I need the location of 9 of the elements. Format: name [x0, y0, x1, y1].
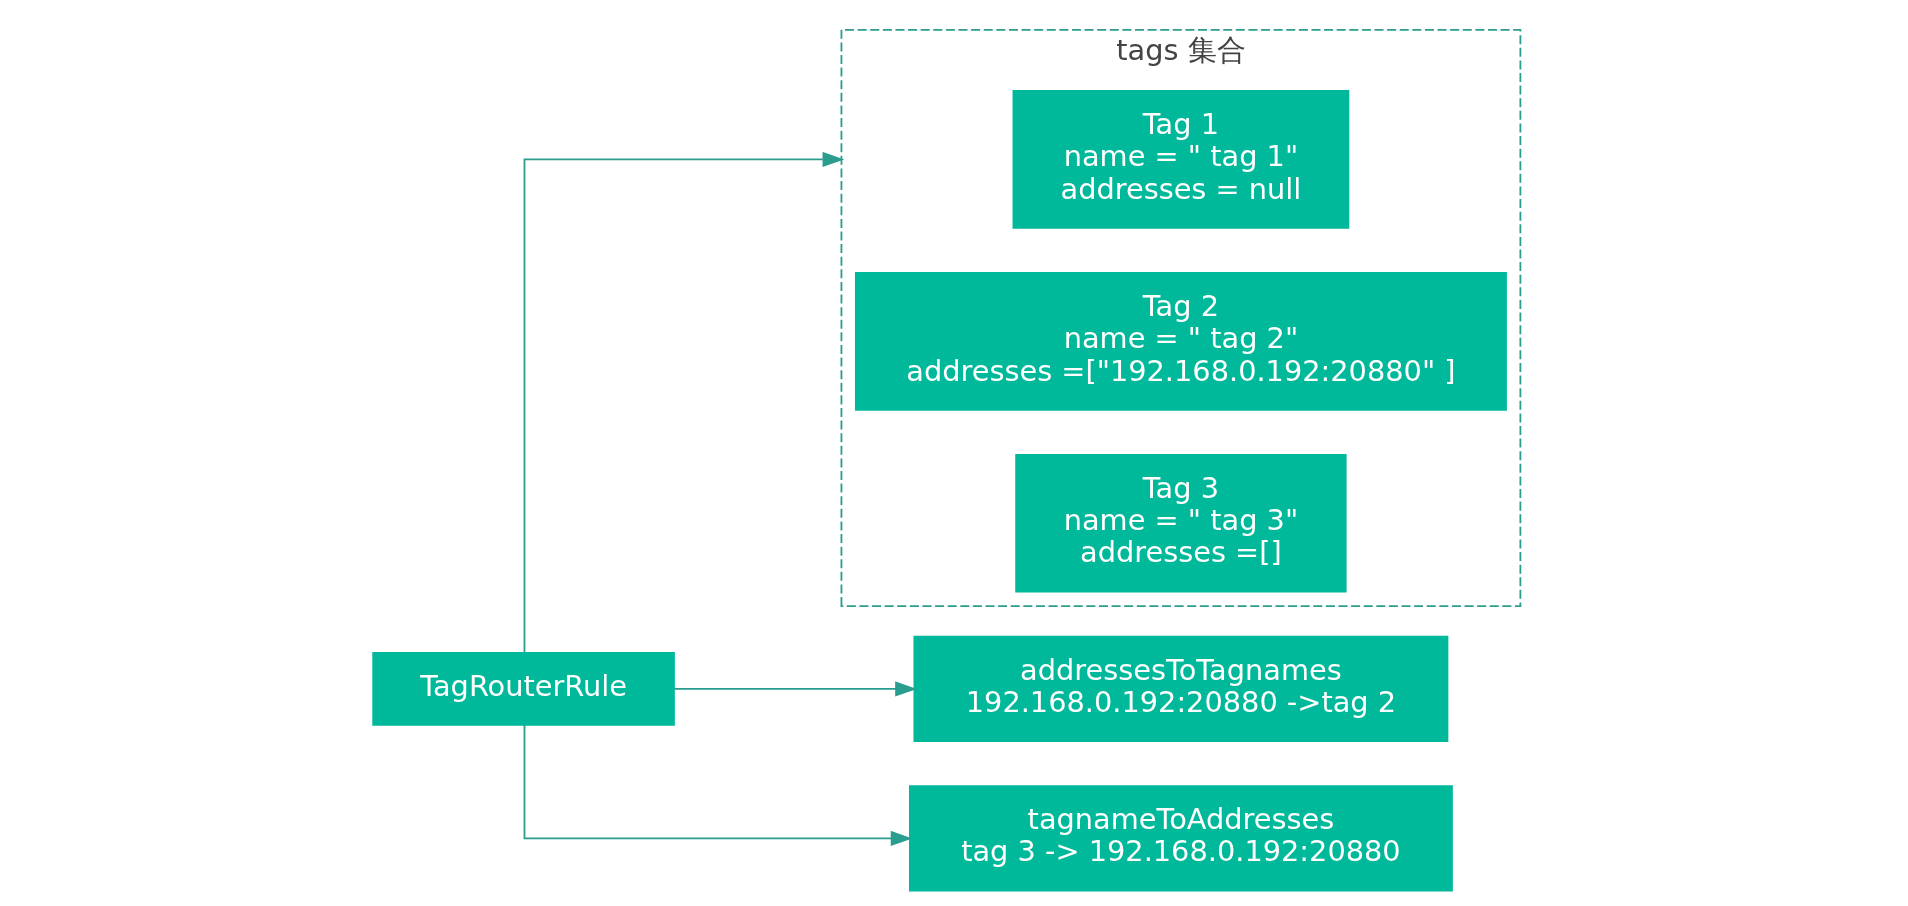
node-box: Tag 1 name = " tag 1" addresses = null	[1012, 90, 1350, 229]
arrow	[523, 724, 913, 846]
node-box: tagnameToAddresses tag 3 -> 192.168.0.192:20880	[909, 785, 1453, 892]
node-box: addressesToTagnames 192.168.0.192:20880 ->tag 2	[913, 635, 1449, 743]
node-box: Tag 2 name = " tag 2" addresses =["192.168.0.192:20880" ]	[854, 272, 1507, 411]
node-box: Tag 3 name = " tag 3" addresses =[]	[1015, 453, 1347, 593]
arrow	[673, 681, 917, 697]
arrow	[523, 151, 845, 654]
node-box: TagRouterRule	[372, 652, 675, 726]
